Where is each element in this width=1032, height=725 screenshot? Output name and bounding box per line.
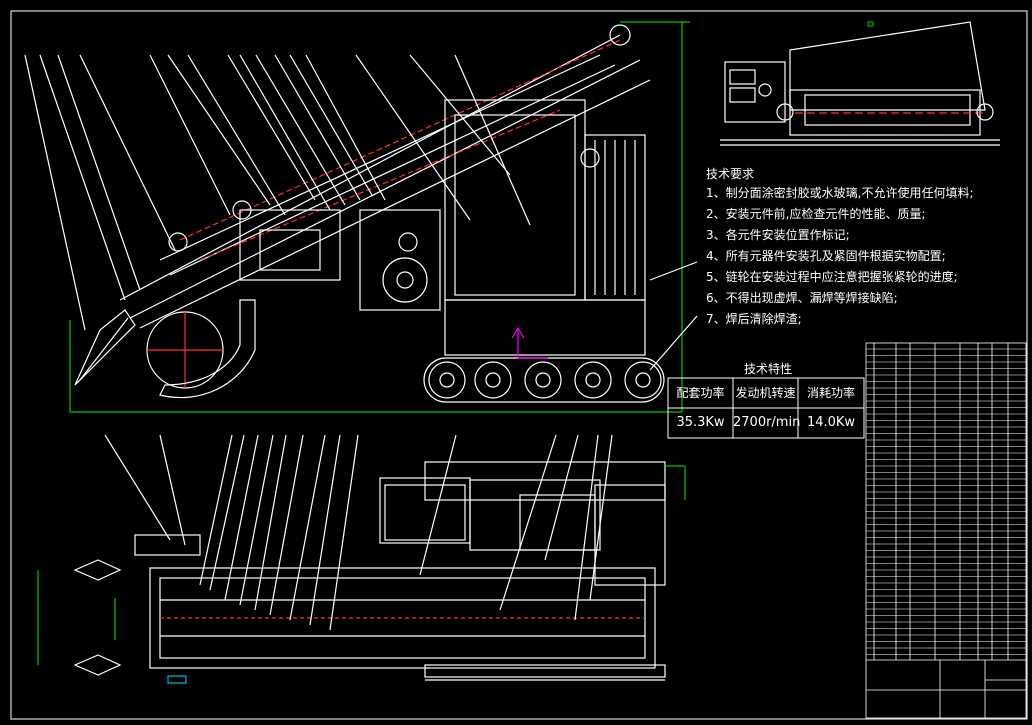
requirements-title: 技术要求 — [706, 167, 755, 181]
requirement-item-6: 6、不得出现虚焊、漏焊等焊接缺陷; — [706, 291, 898, 305]
parts-list-grid — [865, 342, 1027, 719]
requirement-item-2: 2、安装元件前,应检查元件的性能、质量; — [706, 207, 926, 221]
top-view-machine — [37, 434, 686, 681]
drawing-border — [10, 10, 1028, 720]
requirement-item-1: 1、制分面涂密封胶或水玻璃,不允许使用任何填料; — [706, 186, 974, 200]
requirement-item-7: 7、焊后清除焊渣; — [706, 312, 802, 326]
requirement-item-3: 3、各元件安装位置作标记; — [706, 228, 850, 242]
requirement-item-4: 4、所有元器件安装孔及紧固件根据实物配置; — [706, 249, 946, 263]
requirement-item-5: 5、链轮在安装过程中应注意把握张紧轮的进度; — [706, 270, 958, 284]
spec-value-rated-power: 35.3Kw — [676, 415, 725, 430]
cyan-part — [167, 675, 187, 684]
green-marker — [867, 21, 874, 27]
spec-header-power-consumption: 消耗功率 — [806, 386, 855, 400]
parts-list-rows — [866, 348, 1026, 655]
spec-header-engine-speed: 发动机转速 — [735, 386, 796, 400]
specs-title: 技术特性 — [744, 362, 793, 376]
spec-header-rated-power: 配套功率 — [676, 386, 725, 400]
side-view-machine — [24, 21, 698, 413]
spec-value-engine-speed: 2700r/min — [733, 415, 801, 430]
end-view-machine — [720, 21, 1000, 146]
spec-value-power-consumption: 14.0Kw — [806, 415, 856, 430]
spec-table-grid — [667, 377, 865, 439]
